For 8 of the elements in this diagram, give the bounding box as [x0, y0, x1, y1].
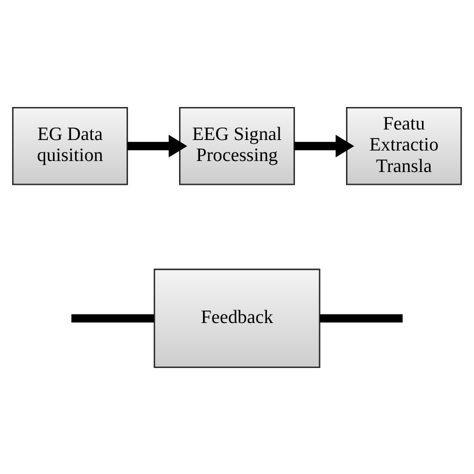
node-box: EEG Signal Processing — [179, 106, 295, 185]
node-box: Featu Extractio Transla — [346, 106, 462, 185]
arrow — [127, 134, 188, 157]
node-box: EG Data quisition — [12, 106, 128, 185]
arrow — [294, 134, 354, 157]
connector — [71, 314, 154, 322]
connector — [320, 314, 403, 322]
node-box: Feedback — [154, 268, 320, 368]
